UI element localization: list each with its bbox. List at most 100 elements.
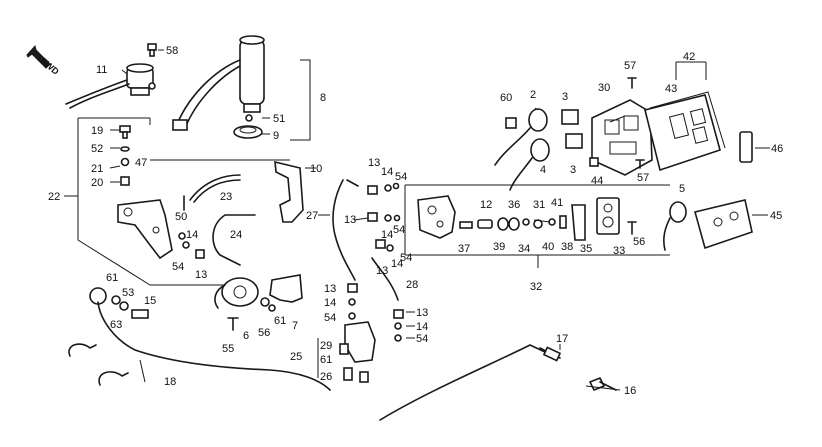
part-42-43-panel [644,91,726,172]
part-56 [260,297,270,307]
callout-24: 24 [230,229,242,241]
callout-54-c: 54 [393,224,405,236]
part-35-clip [571,204,586,241]
part-27-pipe [332,179,356,281]
callout-57-a: 57 [624,60,636,72]
callout-57-b: 57 [637,172,649,184]
callout-39: 39 [493,241,505,253]
assembly-22-outline [77,117,250,286]
part-7-bracket [269,274,303,303]
part-56-screw [627,221,637,235]
callout-34: 34 [518,243,530,255]
part-3-plate-upper [561,109,579,125]
forward-label: FWD [39,56,62,77]
assembly-32-outline [404,184,670,268]
part-30-housing [591,99,653,176]
part-23-hose [189,174,241,201]
part-2-switch [494,108,548,166]
part-55-screw [227,317,239,331]
callout-7: 7 [292,320,298,332]
part-22-master-cylinder [117,199,173,260]
callout-32: 32 [530,281,542,293]
leader-lines [64,49,770,391]
part-5-switch [663,201,687,251]
callout-5: 5 [679,183,685,195]
callout-63: 63 [110,319,122,331]
callout-31: 31 [533,199,545,211]
fasteners-lower-left [347,283,358,320]
part-8-reservoir [172,35,265,131]
callout-61-a: 61 [106,272,118,284]
part-17-cable [379,344,546,421]
part-28-pipe [371,257,399,301]
part-61 [268,304,276,312]
callout-33: 33 [613,245,625,257]
callout-22: 22 [48,191,60,203]
callout-52: 52 [91,143,103,155]
callout-13-d: 13 [376,265,388,277]
callout-25: 25 [290,351,302,363]
callout-35: 35 [580,243,592,255]
part-33-cover [596,197,620,235]
callout-12: 12 [480,199,492,211]
callout-17: 17 [556,333,568,345]
callout-38: 38 [561,241,573,253]
callout-40: 40 [542,241,554,253]
callout-4: 4 [540,164,546,176]
part-45-plate [694,199,753,250]
callout-18: 18 [164,376,176,388]
part-16-bolt [589,377,617,391]
callout-14-a: 14 [186,229,198,241]
part-24-pipe [212,214,256,266]
callout-21: 21 [91,163,103,175]
callout-13-a: 13 [195,269,207,281]
fasteners-13-14-54 [367,182,401,252]
callout-13-c: 13 [344,214,356,226]
callout-9: 9 [273,130,279,142]
part-44 [589,157,599,167]
part-25-junction [339,321,376,383]
callout-14-d: 14 [391,258,403,270]
parts-row-32 [459,215,567,231]
callout-42: 42 [683,51,695,63]
callout-28: 28 [406,279,418,291]
part-57-screw-lower [635,159,645,169]
callout-61-c: 61 [320,354,332,366]
callout-55: 55 [222,343,234,355]
callout-51: 51 [273,113,285,125]
callout-29: 29 [320,340,332,352]
callout-14-b: 14 [381,166,393,178]
callout-26: 26 [320,371,332,383]
callout-58: 58 [166,45,178,57]
callout-30: 30 [598,82,610,94]
clamp-lower [98,371,129,386]
callout-13-b: 13 [368,157,380,169]
part-3-plate-lower [565,133,583,149]
callout-54-b: 54 [395,171,407,183]
part-11-coil [65,63,156,109]
callout-11: 11 [96,64,107,76]
part-58-bolt [147,43,157,57]
callout-61-b: 61 [274,315,286,327]
callout-10: 10 [310,163,322,175]
callout-56-a: 56 [633,236,645,248]
fasteners-lower-right [393,309,404,342]
callout-27: 27 [306,210,318,222]
callout-20: 20 [91,177,103,189]
parts-61-53-15-63 [89,287,149,319]
part-4-switch [509,138,550,191]
callout-54-d: 54 [400,252,412,264]
callout-43: 43 [665,83,677,95]
part-10-bracket [274,160,304,223]
callout-50: 50 [175,211,187,223]
callout-23: 23 [220,191,232,203]
part-51-washer [245,114,253,122]
callout-13-f: 13 [416,307,428,319]
callout-41: 41 [551,197,563,209]
callout-2: 2 [530,89,536,101]
part-57-screw-upper [627,77,637,89]
callout-3-a: 3 [562,91,568,103]
callout-6: 6 [243,330,249,342]
